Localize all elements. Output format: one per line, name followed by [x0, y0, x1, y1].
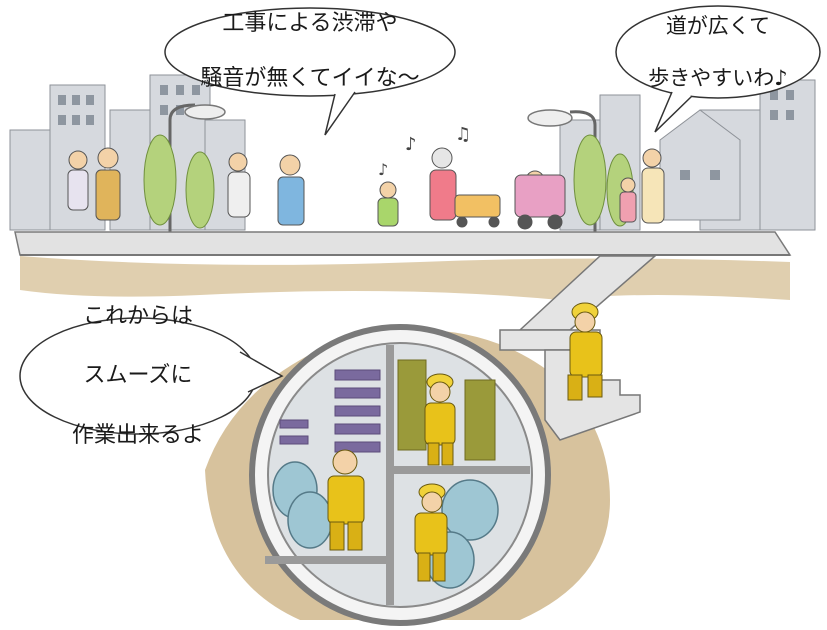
worker-tunnel-bottom-right	[414, 483, 448, 582]
pedestrian-woman-center	[227, 152, 251, 218]
cable-racks	[279, 369, 381, 453]
pedestrians	[67, 147, 665, 230]
speech-bubble-top-right-shape	[615, 5, 821, 133]
road-surface	[14, 231, 792, 256]
speech-bubble-left: これからは スムーズに 作業出来るよ	[22, 304, 254, 448]
wheelchair-person	[514, 170, 566, 230]
music-notes: ♪ ♫ ♪	[378, 124, 471, 179]
bubble-line: 歩きやすいわ♪	[648, 66, 788, 91]
pedestrian-grandmother	[429, 147, 457, 221]
bubble-line: 工事による渋滞や	[222, 10, 398, 36]
worker-on-stairs	[567, 302, 603, 401]
svg-text:♫: ♫	[455, 124, 471, 145]
bubble-line: 騒音が無くてイイな〜	[200, 65, 420, 91]
pedestrian-businessman	[277, 154, 305, 226]
pedestrian-woman-left	[67, 150, 89, 211]
bubble-line: スムーズに	[83, 363, 193, 389]
speech-bubble-top-center-shape	[164, 7, 456, 136]
speech-bubble-top-center: 工事による渋滞や 騒音が無くてイイな〜	[175, 10, 445, 91]
worker-tunnel-left	[327, 449, 365, 551]
speech-bubble-left-shape	[19, 317, 284, 435]
pedestrian-man-left	[95, 147, 121, 221]
svg-text:♪: ♪	[378, 160, 388, 179]
worker-tunnel-top-right	[424, 373, 456, 466]
street-lamp-right	[527, 109, 597, 235]
street-lamp-left	[168, 103, 226, 235]
bubble-line: 作業出来るよ	[71, 422, 204, 448]
pedestrian-child	[377, 181, 399, 227]
pedestrian-girl-right	[619, 177, 637, 223]
bubble-line: 道が広くて	[665, 13, 771, 38]
trees	[143, 134, 634, 229]
svg-text:♪: ♪	[405, 134, 417, 155]
pedestrian-woman-right	[641, 148, 665, 224]
building-windows	[58, 85, 794, 180]
pedestrian-stroller	[454, 194, 501, 228]
bubble-line: これからは	[82, 303, 193, 329]
communication-racks	[397, 359, 496, 461]
speech-bubble-top-right: 道が広くて 歩きやすいわ♪	[618, 8, 818, 96]
